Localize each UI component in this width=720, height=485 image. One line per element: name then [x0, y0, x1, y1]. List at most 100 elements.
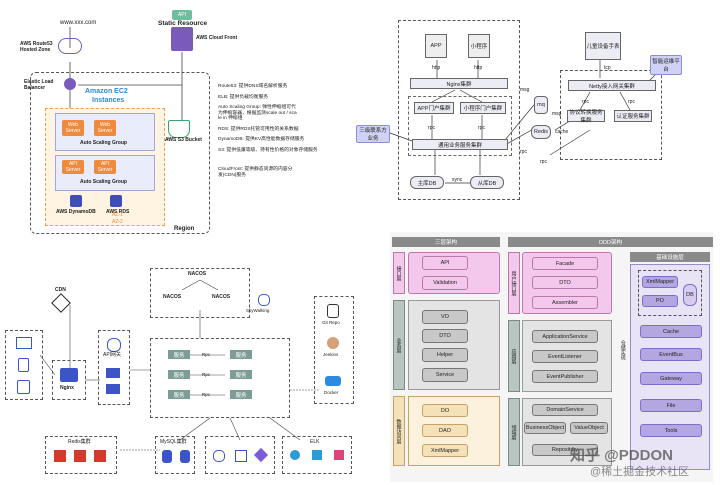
ddd-domain-service: DomainService [532, 404, 598, 416]
elb-icon [64, 78, 76, 90]
docker-label: Docker [324, 390, 339, 395]
service-node: 服务 [230, 390, 252, 399]
web-server-2: Web Server [94, 120, 116, 136]
aws-note: le in 伸缩组 [218, 116, 243, 122]
logstash-icon [312, 450, 322, 460]
elk-label: ELK [310, 439, 320, 445]
skywalking-label: SkyWalking [246, 308, 270, 313]
rpc-label: rpc [540, 159, 547, 165]
tcp-label: tcp [604, 65, 611, 71]
web-server-1: Web Server [62, 120, 84, 136]
rpc-label: rpc [628, 99, 635, 105]
app-client: APP [425, 34, 447, 58]
elk-group [282, 436, 352, 474]
infra-po: PO [642, 295, 678, 307]
service-node: 服务 [168, 390, 190, 399]
http-label: http [432, 65, 441, 71]
rpc-label: rpc [582, 99, 589, 105]
infra-file: File [640, 399, 702, 412]
aws-note: S3: 提供低廉等级、持有性价格的对象存储服务 [218, 147, 318, 153]
s3-bucket-icon [168, 120, 190, 138]
infra-eventbus: EventBus [640, 348, 702, 361]
cloudfront-icon [171, 27, 193, 51]
mq-icon [235, 450, 247, 462]
auto-scaling-label-2: Auto Scaling Group [80, 179, 127, 185]
ddd-api: API [422, 256, 468, 270]
layer-ui: 接口层 [393, 252, 405, 294]
elb-label: Elastic Load Balancer [24, 79, 54, 91]
aws-note: Route53: 提供DNS域名解析服务 [218, 84, 288, 89]
ddd-dto: DTO [422, 329, 468, 343]
ddd-do: DO [422, 404, 468, 417]
ddd-event-publisher: EventPublisher [532, 370, 598, 383]
redis-icon [54, 450, 66, 462]
rpc-label: Rpc [202, 372, 211, 377]
elasticsearch-icon [290, 450, 300, 460]
mysql-cluster-group [155, 436, 195, 474]
service-node: 服务 [168, 370, 190, 379]
ddd-value-object: ValueObject [570, 422, 608, 434]
az1-label: AZ-1 [112, 212, 123, 218]
ddd-dto-mid: DTO [532, 276, 598, 289]
layer-biz: 业务层 [393, 300, 405, 390]
services-cluster [150, 338, 290, 418]
cdn-label: CDN [55, 287, 66, 293]
redis-icon [94, 450, 106, 462]
mq-group [205, 436, 275, 474]
region-label: Region [174, 226, 195, 232]
api-server-2: API Server [94, 160, 116, 174]
globe-icon [58, 38, 82, 54]
redis-cluster-label: Redis集群 [68, 439, 91, 445]
third-party-note: 三级联系方业务 [356, 125, 390, 143]
ec2-title: Amazon EC2 [85, 88, 128, 95]
aws-note: Auto Scaling Group: 弹性伸缩组可代 [218, 105, 296, 111]
ops-platform: 智能运维平台 [650, 55, 682, 75]
ddd-service: Service [422, 368, 468, 382]
redis-node: Redis [531, 125, 551, 139]
nginx-label: Nginx [60, 385, 74, 391]
auto-scaling-label-1: Auto Scaling Group [80, 140, 127, 146]
cloudfront-label: AWS Cloud Front [196, 35, 238, 41]
api-gateway-icon [107, 338, 121, 352]
auth-service-cluster: 认证服务集群 [614, 110, 652, 122]
aws-note: 为伸缩容器，根据监测scale out / sca [218, 110, 297, 116]
rds-icon [110, 195, 122, 207]
mysql-master-icon [162, 450, 172, 463]
dynamodb-icon [70, 195, 82, 207]
infra-db: DB [683, 284, 697, 306]
route53-label: AWS Route53 Hosted Zone [20, 41, 53, 53]
infra-cache: Cache [640, 325, 702, 338]
mini-gateway-cluster: 小程序门户集群 [460, 102, 506, 114]
api-gateway-node [106, 384, 120, 394]
layer-app-interface: 用户接口层 [508, 252, 520, 314]
nginx-group [52, 360, 86, 400]
ddd-application-service: ApplicationService [532, 330, 598, 343]
sync-label: sync [452, 177, 463, 183]
watermark-zhihu: 知乎 @PDDON [570, 447, 673, 464]
jenkins-icon [327, 337, 339, 349]
rpc-label: Rpc [202, 392, 211, 397]
ddd-repository: Repository [532, 444, 598, 456]
jenkins-label: Jenkins [323, 352, 339, 357]
infra-gateway: Gateway [640, 372, 702, 385]
three-tier-title: 三层架构 [392, 237, 500, 247]
slave-db: 从库DB [470, 176, 504, 189]
http-label: http [474, 65, 483, 71]
static-badge: API [172, 10, 192, 20]
mysql-slave-icon [180, 450, 190, 463]
kibana-icon [334, 450, 344, 460]
watermark-juejin: @稀土掘金技术社区 [590, 466, 690, 478]
service-node: 服务 [230, 370, 252, 379]
service-node: 服务 [230, 350, 252, 359]
s3-label: AWS S3 Bucket [165, 137, 202, 143]
docker-icon [325, 376, 341, 386]
layer-domain: 领域层 [508, 398, 520, 466]
layer-data: 数据访问层 [393, 396, 405, 466]
ddd-assembler: Assembler [532, 296, 598, 309]
mysql-cluster-label: MySQL集群 [160, 439, 187, 445]
app-gateway-cluster: APP门户集群 [414, 102, 454, 114]
api-gateway-group [98, 330, 130, 405]
infra-xmlmapper: XmlMapper [642, 276, 678, 288]
nginx-cluster: Nginx集群 [410, 78, 508, 89]
iot-watch-device: 儿童设备手表 [585, 32, 621, 60]
